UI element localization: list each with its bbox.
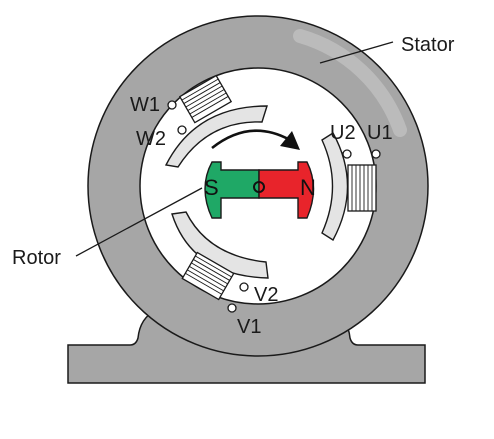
u2-label: U2 — [330, 122, 356, 144]
rotation-arrow — [211, 129, 291, 150]
terminal-u2 — [342, 149, 352, 159]
rotor-leader — [75, 187, 203, 257]
u1-label: U1 — [367, 122, 393, 144]
terminal-w2 — [177, 125, 187, 135]
stator-highlight — [293, 29, 407, 137]
coil-v — [181, 251, 235, 301]
coil-u — [347, 164, 377, 212]
terminal-v2 — [239, 282, 249, 292]
v2-label: V2 — [254, 284, 278, 306]
w2-label: W2 — [136, 128, 166, 150]
north-pole-label: N — [300, 175, 316, 200]
pole-shoe-w — [164, 105, 268, 168]
coil-w — [178, 74, 233, 124]
v1-label: V1 — [237, 316, 261, 338]
pole-shoe-v — [171, 211, 269, 279]
rotor-north-pole — [258, 161, 315, 219]
pole-shoe-u — [321, 132, 349, 241]
stator-label: Stator — [401, 34, 455, 56]
terminal-v1 — [227, 303, 237, 313]
rotation-arrowhead-icon — [280, 131, 300, 150]
w1-label: W1 — [130, 94, 160, 116]
rotor-shaft — [253, 181, 265, 193]
rotor-label: Rotor — [12, 247, 61, 269]
terminal-w1 — [167, 100, 177, 110]
rotor-south-pole — [204, 161, 260, 219]
stator-leader — [319, 41, 394, 64]
terminal-u1 — [371, 149, 381, 159]
south-pole-label: S — [204, 175, 219, 200]
